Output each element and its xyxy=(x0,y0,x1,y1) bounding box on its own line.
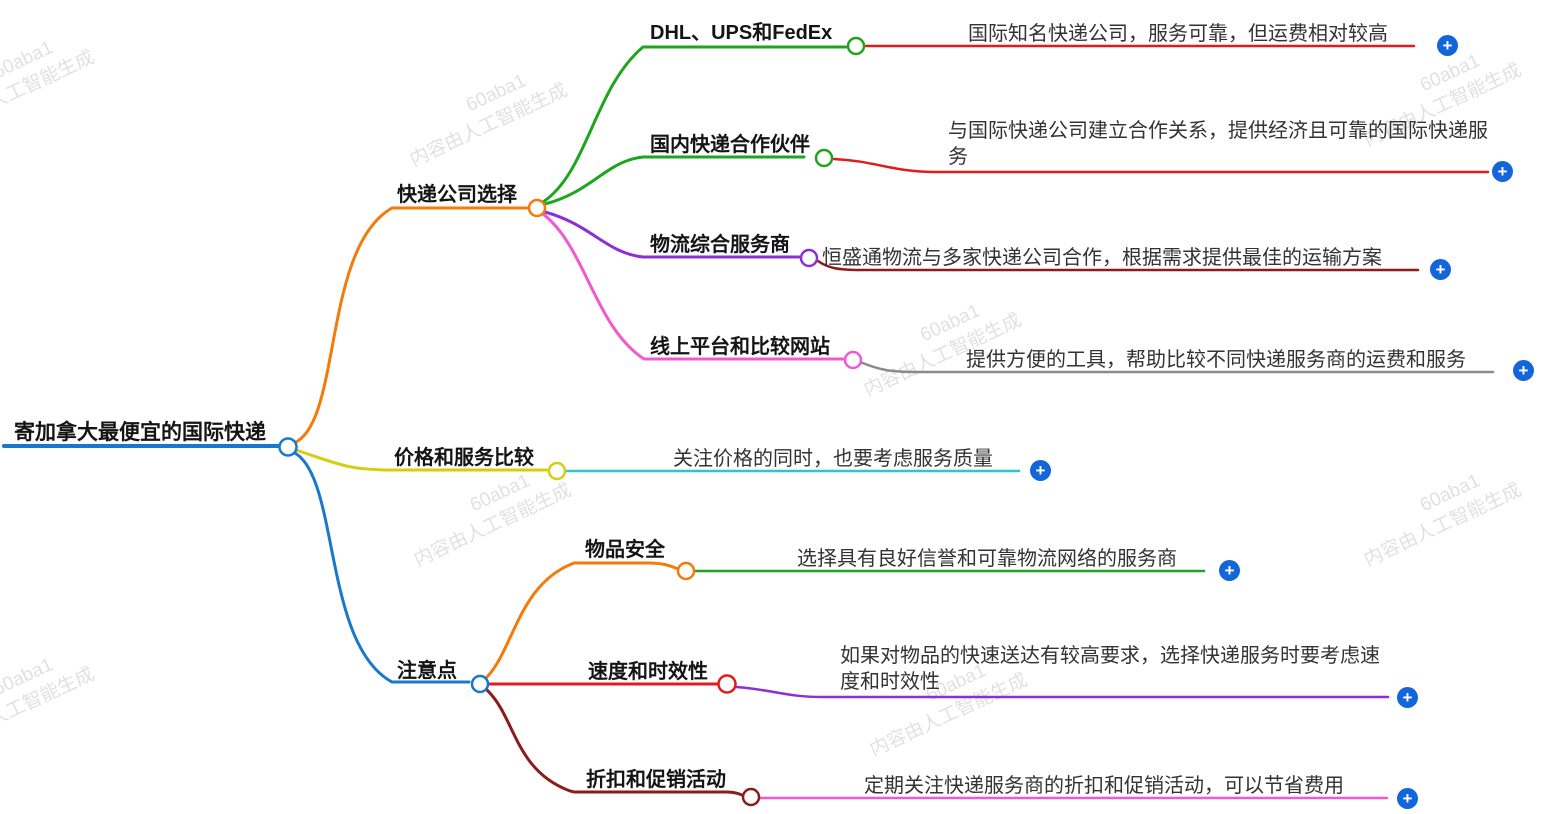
node-label-dhl-ups-fedex[interactable]: DHL、UPS和FedEx xyxy=(650,22,833,44)
node-label-price-service[interactable]: 价格和服务比较 xyxy=(394,447,534,469)
desc-speed-timeliness[interactable]: 如果对物品的快速送达有较高要求，选择快递服务时要考虑速度和时效性 xyxy=(840,645,1380,693)
branch-line-price-service xyxy=(294,448,549,472)
desc-dhl-ups-fedex[interactable]: 国际知名快递公司，服务可靠，但运费相对较高 xyxy=(968,23,1388,45)
add-child-button[interactable]: + xyxy=(1219,560,1240,581)
branch-line-express-company xyxy=(292,206,529,445)
node-circle-domestic-partner[interactable] xyxy=(814,148,834,168)
node-circle-item-safety[interactable] xyxy=(676,561,696,581)
node-circle-speed-timeliness[interactable] xyxy=(717,674,737,694)
node-circle-logistics-provider[interactable] xyxy=(799,248,819,268)
add-child-button[interactable]: + xyxy=(1430,259,1451,280)
add-child-button[interactable]: + xyxy=(1397,788,1418,809)
node-circle-online-platform[interactable] xyxy=(843,350,863,370)
desc-line-logistics-provider xyxy=(816,259,1420,272)
desc-price-service[interactable]: 关注价格的同时，也要考虑服务质量 xyxy=(673,448,993,470)
desc-line-online-platform xyxy=(858,360,1495,374)
desc-line-speed-timeliness xyxy=(734,685,1390,699)
desc-domestic-partner[interactable]: 与国际快递公司建立合作关系，提供经济且可靠的国际快递服务 xyxy=(948,120,1488,168)
add-child-button[interactable]: + xyxy=(1492,161,1513,182)
desc-item-safety[interactable]: 选择具有良好信誉和可靠物流网络的服务商 xyxy=(797,548,1177,570)
add-child-button[interactable]: + xyxy=(1437,35,1458,56)
branch-line-attention xyxy=(291,450,471,684)
node-label-express-company[interactable]: 快递公司选择 xyxy=(397,184,517,206)
node-label-speed-timeliness[interactable]: 速度和时效性 xyxy=(588,661,708,683)
branch-line-domestic-partner xyxy=(543,155,806,206)
branch-line-online-platform xyxy=(541,212,845,361)
desc-discount-promo[interactable]: 定期关注快递服务商的折扣和促销活动，可以节省费用 xyxy=(864,775,1344,797)
branch-line-dhl-ups-fedex xyxy=(541,45,848,204)
branch-line-discount-promo xyxy=(485,688,744,797)
add-child-button[interactable]: + xyxy=(1030,460,1051,481)
node-circle-discount-promo[interactable] xyxy=(741,787,761,807)
node-label-discount-promo[interactable]: 折扣和促销活动 xyxy=(586,769,726,791)
desc-logistics-provider[interactable]: 恒盛通物流与多家快递公司合作，根据需求提供最佳的运输方案 xyxy=(822,247,1382,269)
node-circle-express-company[interactable] xyxy=(527,198,547,218)
branch-line-item-safety xyxy=(484,561,680,680)
desc-online-platform[interactable]: 提供方便的工具，帮助比较不同快递服务商的运费和服务 xyxy=(966,349,1466,371)
node-circle-price-service[interactable] xyxy=(547,461,567,481)
node-label-logistics-provider[interactable]: 物流综合服务商 xyxy=(650,234,790,256)
root-node-label[interactable]: 寄加拿大最便宜的国际快递 xyxy=(14,421,266,444)
node-circle-attention[interactable] xyxy=(470,674,490,694)
node-label-online-platform[interactable]: 线上平台和比较网站 xyxy=(650,336,830,358)
desc-line-domestic-partner xyxy=(832,157,1490,174)
add-child-button[interactable]: + xyxy=(1397,687,1418,708)
branch-line-logistics-provider xyxy=(543,210,801,259)
node-circle-root[interactable] xyxy=(278,437,298,457)
add-child-button[interactable]: + xyxy=(1513,360,1534,381)
node-circle-dhl-ups-fedex[interactable] xyxy=(846,36,866,56)
node-label-item-safety[interactable]: 物品安全 xyxy=(585,539,665,561)
node-label-domestic-partner[interactable]: 国内快递合作伙伴 xyxy=(650,134,810,156)
node-label-attention[interactable]: 注意点 xyxy=(397,660,457,682)
